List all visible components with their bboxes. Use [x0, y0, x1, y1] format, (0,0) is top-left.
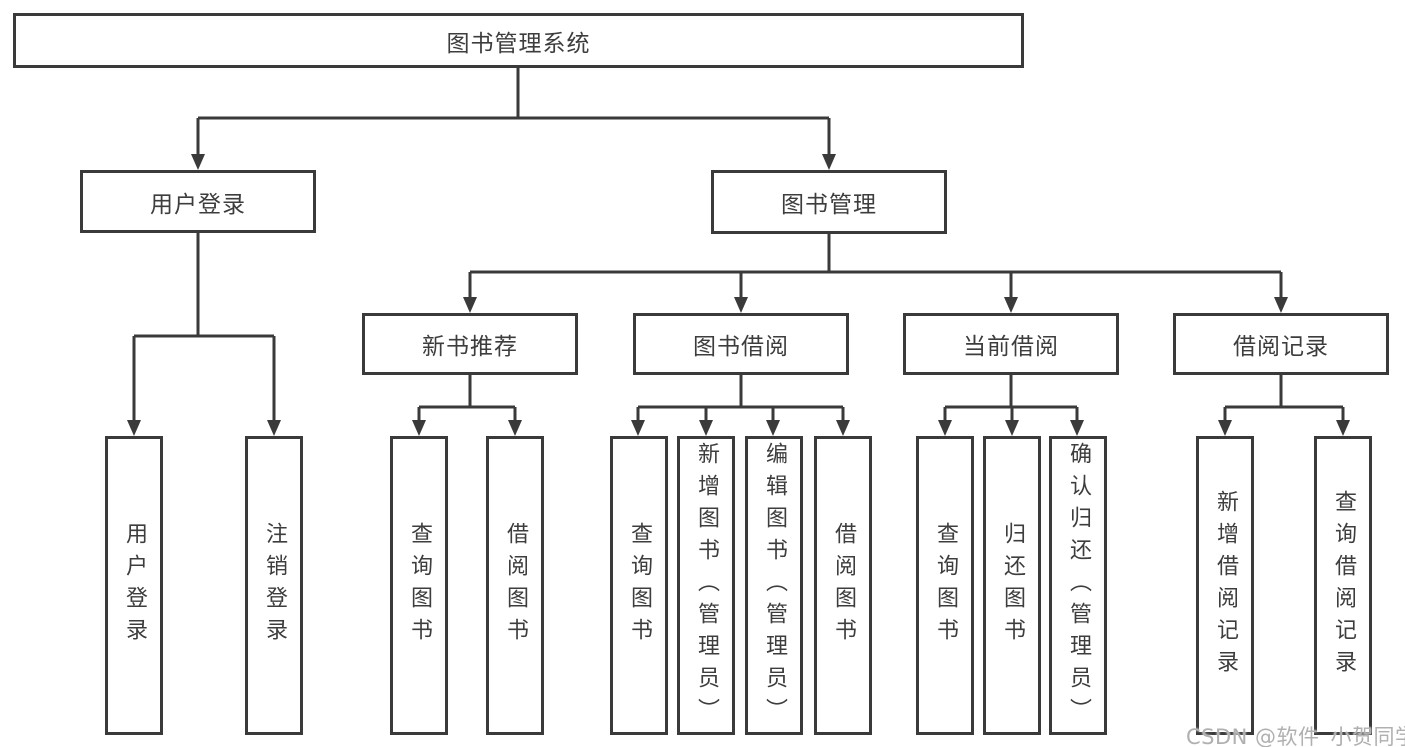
arrowheads: [127, 154, 1350, 436]
leaf-add-borrow-record: 新增借阅记录: [1196, 436, 1254, 735]
leaf-borrow-books: 借阅图书: [814, 436, 872, 735]
group-borrow-records: 借阅记录: [1173, 313, 1389, 375]
leaf-query-borrow-record: 查询借阅记录: [1314, 436, 1372, 735]
leaf-confirm-return-admin: 确认归还（管理员）: [1049, 436, 1107, 735]
group-book-borrow: 图书借阅: [633, 313, 849, 375]
leaf-query-books-current: 查询图书: [916, 436, 974, 735]
leaf-query-books-borrow: 查询图书: [610, 436, 668, 735]
leaf-borrow-books-recommend: 借阅图书: [486, 436, 544, 735]
branch-user-login: 用户登录: [80, 170, 316, 233]
group-new-book-recommend: 新书推荐: [362, 313, 578, 375]
leaf-add-books-admin: 新增图书（管理员）: [677, 436, 735, 735]
csdn-watermark: CSDN @软件_小贺同学: [1186, 725, 1405, 747]
node-root: 图书管理系统: [13, 13, 1024, 68]
leaf-return-books: 归还图书: [983, 436, 1041, 735]
leaf-edit-books-admin: 编辑图书（管理员）: [745, 436, 803, 735]
leaf-query-books-recommend: 查询图书: [390, 436, 448, 735]
leaf-user-login: 用户登录: [105, 436, 163, 735]
group-current-borrow: 当前借阅: [903, 313, 1119, 375]
branch-book-management: 图书管理: [711, 170, 947, 234]
leaf-logout: 注销登录: [245, 436, 303, 735]
